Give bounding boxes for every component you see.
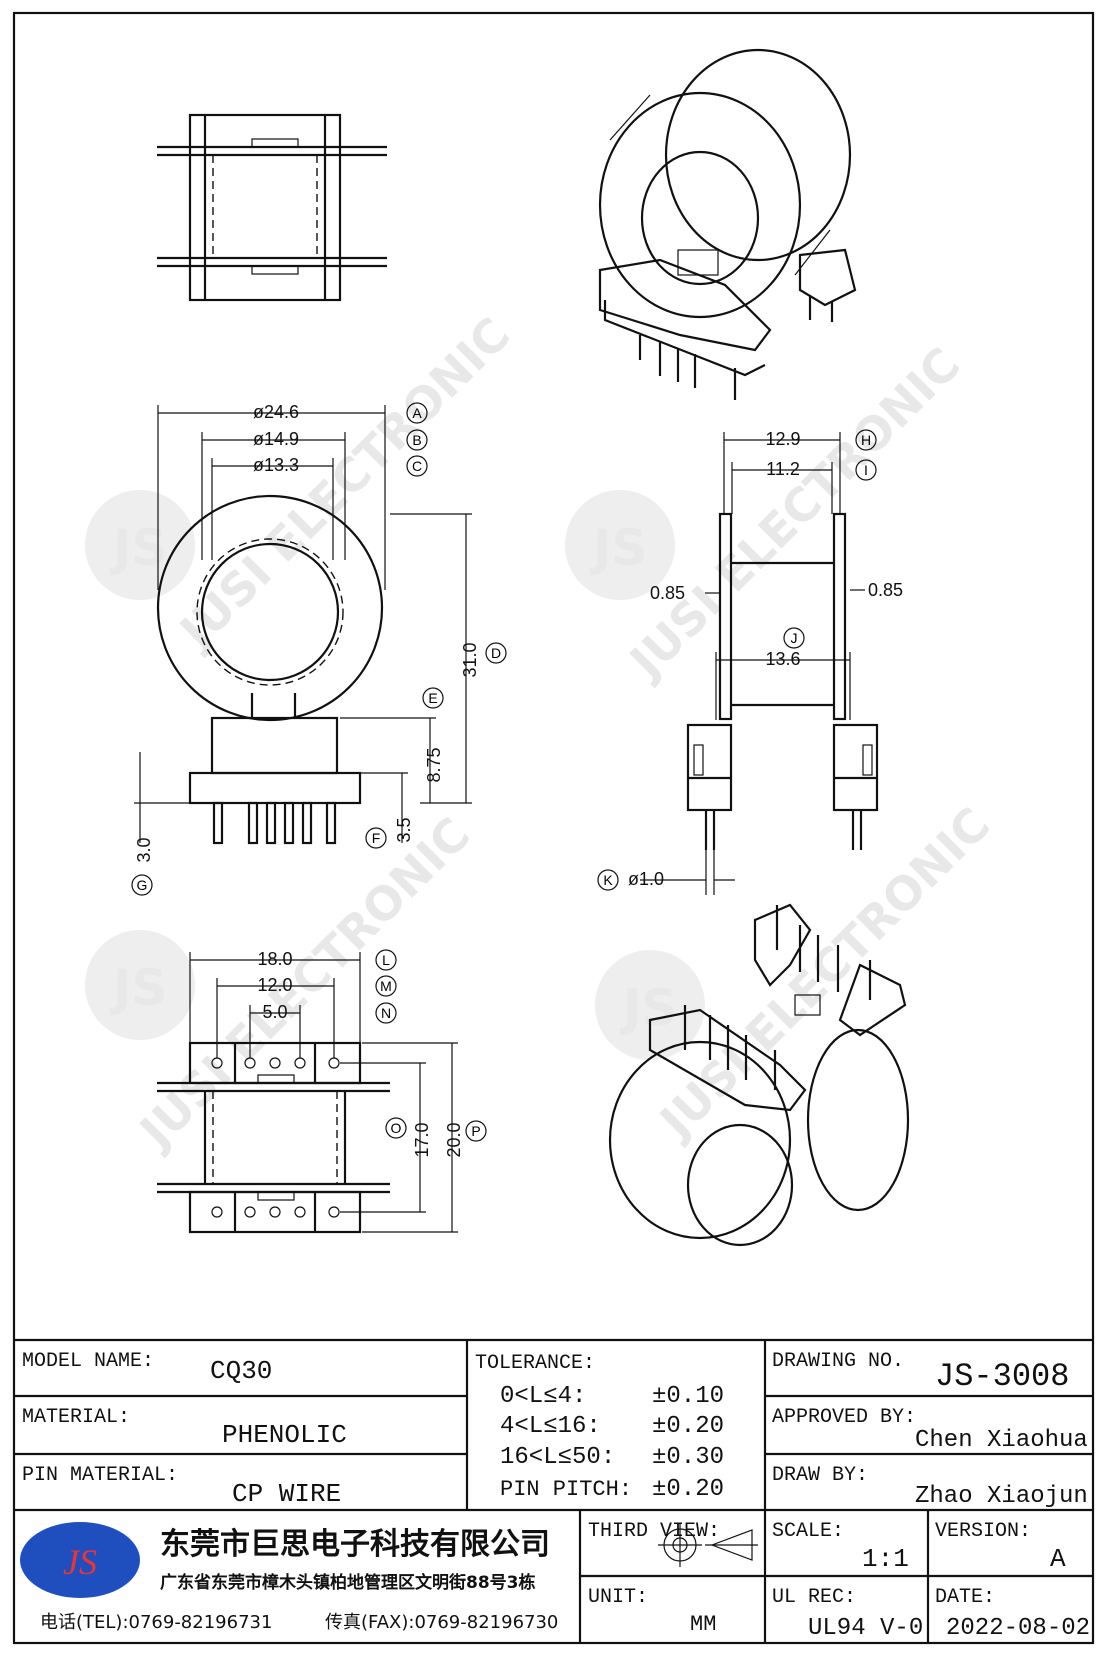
bottom-view: 18.0 12.0 5.0 17.0 20.0 [157,949,464,1234]
svg-text:TOLERANCE:: TOLERANCE: [475,1352,595,1375]
svg-text:JS: JS [110,959,168,1017]
svg-text:20.0: 20.0 [444,1122,464,1157]
svg-text:4<L≤16:: 4<L≤16: [500,1413,601,1440]
side-view: 12.9 11.2 0.85 0.85 13.6 ø1.0 [628,429,903,895]
svg-text:MM: MM [690,1612,716,1637]
svg-text:11.2: 11.2 [766,459,800,479]
svg-text:17.0: 17.0 [412,1122,432,1157]
svg-text:ø13.3: ø13.3 [253,455,299,475]
svg-text:C: C [412,458,422,474]
svg-text:Zhao Xiaojun: Zhao Xiaojun [915,1483,1088,1510]
svg-text:1:1: 1:1 [862,1544,909,1574]
svg-text:E: E [428,690,437,706]
svg-text:ø14.9: ø14.9 [253,429,299,449]
svg-text:±0.20: ±0.20 [652,1476,724,1503]
svg-text:ø24.6: ø24.6 [253,402,299,422]
svg-text:B: B [412,432,421,448]
svg-text:12.0: 12.0 [257,975,292,995]
front-view: ø24.6 ø14.9 ø13.3 31.0 8.75 3.5 3.0 [134,402,480,863]
svg-text:N: N [381,1005,391,1021]
callout-markers: A B C D E F G H I J K L M N O P [131,402,877,1142]
svg-text:±0.10: ±0.10 [652,1383,724,1410]
svg-text:J: J [791,630,798,646]
svg-text:±0.20: ±0.20 [652,1413,724,1440]
svg-text:M: M [380,978,392,994]
svg-text:UL REC:: UL REC: [772,1586,856,1609]
svg-text:D: D [491,645,501,661]
svg-text:P: P [471,1123,480,1139]
iso-view-bottom [608,903,910,1247]
company-logo [20,1522,140,1598]
svg-text:JUSI ELECTRONIC: JUSI ELECTRONIC [647,797,1000,1150]
svg-text:K: K [603,872,613,888]
svg-text:SCALE:: SCALE: [772,1520,844,1543]
svg-text:APPROVED BY:: APPROVED BY: [772,1406,916,1429]
svg-text:8.75: 8.75 [424,747,444,782]
svg-text:3.5: 3.5 [394,817,414,842]
svg-text:Chen Xiaohua: Chen Xiaohua [915,1427,1088,1454]
svg-text:JS: JS [110,519,168,577]
top-view [157,113,387,302]
svg-text:A: A [412,405,422,421]
svg-text:THIRD VIEW:: THIRD VIEW: [588,1520,720,1543]
svg-text:UL94 V-0: UL94 V-0 [808,1615,923,1642]
svg-text:MATERIAL:: MATERIAL: [22,1406,130,1429]
svg-text:5.0: 5.0 [262,1002,287,1022]
svg-text:A: A [1050,1544,1066,1574]
svg-text:PHENOLIC: PHENOLIC [222,1420,347,1450]
iso-view-top [598,48,857,400]
svg-text:MODEL NAME:: MODEL NAME: [22,1350,154,1373]
svg-text:DRAWING NO.: DRAWING NO. [772,1350,904,1373]
svg-text:12.9: 12.9 [765,429,800,449]
svg-text:广东省东莞市樟木头镇柏地管理区文明街88号3栋: 广东省东莞市樟木头镇柏地管理区文明街88号3栋 [160,1572,536,1593]
svg-text:PIN PITCH:: PIN PITCH: [500,1477,632,1502]
svg-text:3.0: 3.0 [134,837,154,862]
svg-text:JS-3008: JS-3008 [935,1358,1069,1395]
svg-text:±0.30: ±0.30 [652,1444,724,1471]
svg-text:VERSION:: VERSION: [935,1520,1031,1543]
title-block: MODEL NAME: CQ30 MATERIAL: PHENOLIC PIN … [14,1338,1093,1643]
svg-text:I: I [864,462,868,478]
svg-text:JS: JS [590,519,648,577]
svg-text:传真(FAX):0769-82196730: 传真(FAX):0769-82196730 [325,1612,558,1633]
svg-text:31.0: 31.0 [460,642,480,677]
svg-text:18.0: 18.0 [257,949,292,969]
svg-text:0<L≤4:: 0<L≤4: [500,1383,586,1410]
svg-text:O: O [391,1120,402,1136]
svg-text:PIN MATERIAL:: PIN MATERIAL: [22,1464,178,1487]
svg-text:DATE:: DATE: [935,1586,995,1609]
svg-text:0.85: 0.85 [868,580,903,600]
svg-text:2022-08-02: 2022-08-02 [946,1615,1090,1642]
svg-text:UNIT:: UNIT: [588,1586,648,1609]
svg-text:13.6: 13.6 [765,649,800,669]
projection-symbol-icon [658,1523,758,1567]
svg-text:JUSI ELECTRONIC: JUSI ELECTRONIC [167,307,520,660]
svg-text:JS: JS [63,1542,97,1582]
svg-text:16<L≤50:: 16<L≤50: [500,1444,615,1471]
svg-text:ø1.0: ø1.0 [628,869,664,889]
svg-text:G: G [137,877,148,893]
svg-text:F: F [372,830,381,846]
svg-text:L: L [382,952,390,968]
svg-text:0.85: 0.85 [650,583,685,603]
svg-text:CQ30: CQ30 [210,1356,272,1386]
svg-text:CP WIRE: CP WIRE [232,1479,341,1509]
svg-text:H: H [861,432,871,448]
svg-text:东莞市巨思电子科技有限公司: 东莞市巨思电子科技有限公司 [160,1527,550,1562]
svg-text:电话(TEL):0769-82196731: 电话(TEL):0769-82196731 [40,1612,272,1633]
sheet-border [12,11,1095,1645]
svg-text:JS: JS [620,979,678,1037]
svg-text:DRAW BY:: DRAW BY: [772,1464,868,1487]
